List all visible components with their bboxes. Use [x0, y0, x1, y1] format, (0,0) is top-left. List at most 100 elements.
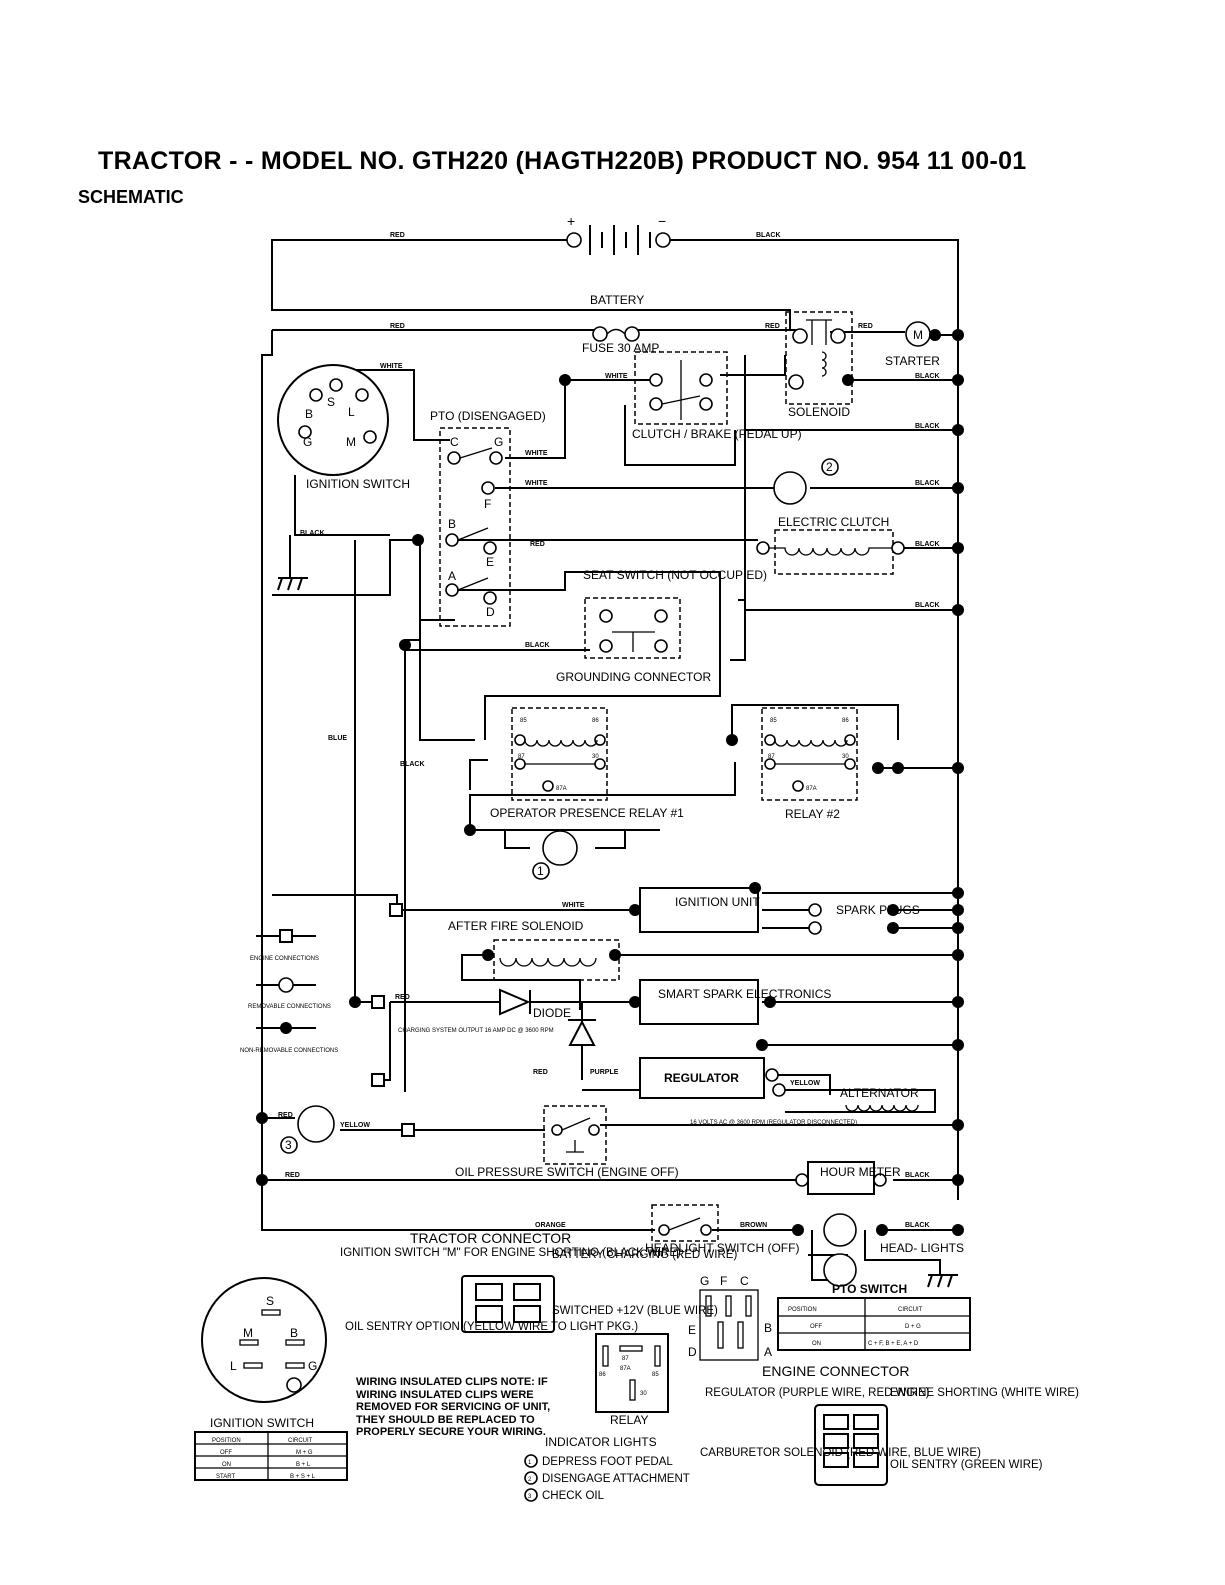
relay-2: 85 86 87 30 87A RELAY #2: [761, 707, 858, 821]
wire-label-black: BLACK: [915, 541, 940, 548]
wire-label-red: RED: [390, 323, 405, 330]
pto-term-c: C: [450, 435, 459, 449]
relay2-85: 85: [770, 718, 777, 724]
pto-table-r0-circ: D + G: [905, 1324, 921, 1330]
tc-ign-shorting: IGNITION SWITCH "M" FOR ENGINE SHORTING …: [340, 1247, 681, 1259]
ignition-switch-label: IGNITION SWITCH: [306, 477, 410, 491]
wire-label-black: BLACK: [525, 642, 550, 649]
wire-label-brown: BROWN: [740, 1222, 767, 1229]
ign-detail-l: L: [230, 1359, 237, 1373]
pto-letter-d: D: [688, 1345, 697, 1359]
legend-non-removable: NON-REMOVABLE CONNECTIONS: [240, 1048, 338, 1054]
fuse-label: FUSE 30 AMP.: [582, 341, 661, 355]
pto-term-e: E: [486, 555, 494, 569]
tc-oil-sentry: OIL SENTRY OPTION (YELLOW WIRE TO LIGHT …: [345, 1321, 638, 1333]
indicator-list-2: DISENGAGE ATTACHMENT: [542, 1473, 690, 1485]
tc-battery-charging: BATTERY CHARGING (RED WIRE): [552, 1249, 737, 1261]
ign-table-h-position: POSITION: [212, 1438, 241, 1444]
pto-table-r1-circ: C + F, B + E, A + D: [868, 1341, 919, 1347]
relay1-86: 86: [592, 718, 599, 724]
wire-label-purple: PURPLE: [590, 1069, 619, 1076]
wire-label-black: BLACK: [915, 373, 940, 380]
pto-letter-g: G: [700, 1274, 709, 1288]
indicator-marker-2: 2: [826, 460, 833, 474]
wire-label-black: BLACK: [915, 480, 940, 487]
pto-table-r0-pos: OFF: [810, 1324, 822, 1330]
headlight-switch: HEADLIGHT SWITCH (OFF): [645, 1204, 799, 1255]
wire-label-blue: BLUE: [328, 735, 347, 742]
smart-spark-electronics: SMART SPARK ELECTRONICS: [639, 979, 831, 1025]
ec-carburetor: CARBURETOR SOLENOID (RED WIRE, BLUE WIRE…: [700, 1447, 981, 1459]
wire-label-white: WHITE: [562, 902, 585, 909]
fuse: FUSE 30 AMP.: [582, 326, 661, 355]
indicator-list-2-num: 2: [528, 1477, 532, 1483]
ign-term-b: B: [305, 407, 313, 421]
relay2-label: RELAY #2: [785, 807, 840, 821]
relay-pin-85: 85: [652, 1372, 659, 1378]
ign-term-m: M: [346, 435, 356, 449]
wire-label-white: WHITE: [525, 480, 548, 487]
indicator-marker-1: 1: [537, 864, 544, 878]
pto-table-r1-pos: ON: [812, 1341, 821, 1347]
electric-clutch-label: ELECTRIC CLUTCH: [778, 515, 889, 529]
indicator-light-1: 1: [532, 830, 578, 880]
ec-regulator: REGULATOR (PURPLE WIRE, RED WIRE): [705, 1387, 930, 1399]
relay1-85: 85: [520, 718, 527, 724]
tractor-connector: TRACTOR CONNECTOR IGNITION SWITCH "M" FO…: [340, 1230, 737, 1333]
engine-connections: [371, 903, 415, 1137]
relay1-87: 87: [518, 754, 525, 760]
regulator: REGULATOR: [639, 1057, 786, 1099]
spark-plugs: SPARK PLUGS: [808, 903, 920, 935]
wire-label-black: BLACK: [905, 1172, 930, 1179]
hour-meter: HOUR METER: [795, 1161, 901, 1195]
ign-detail-s: S: [266, 1294, 274, 1308]
pto-letter-c: C: [740, 1274, 749, 1288]
alternator: ALTERNATOR: [840, 1086, 919, 1112]
pto-term-f: F: [484, 497, 491, 511]
headlights-label: HEAD- LIGHTS: [880, 1241, 964, 1255]
pto-table-h-circuit: CIRCUIT: [898, 1307, 923, 1313]
after-fire-solenoid: AFTER FIRE SOLENOID: [448, 919, 620, 981]
legend-engine: ENGINE CONNECTIONS: [250, 956, 319, 962]
indicator-light-3: 3: [280, 1105, 335, 1154]
pto-switch: PTO (DISENGAGED) C G F B E A D: [430, 409, 546, 627]
junction-dots: [256, 329, 964, 1236]
alternator-label: ALTERNATOR: [840, 1086, 919, 1100]
relay-pin-30: 30: [640, 1391, 647, 1397]
wire-label-red: RED: [395, 994, 410, 1001]
ign-detail-m: M: [243, 1326, 253, 1340]
indicator-list-1: DEPRESS FOOT PEDAL: [542, 1456, 673, 1468]
ignition-switch: B S L G M IGNITION SWITCH: [277, 364, 410, 491]
indicator-marker-3: 3: [285, 1138, 292, 1152]
ground-symbol-headlights: [927, 1274, 958, 1288]
ign-table-r2-circ: B + S + L: [290, 1474, 316, 1480]
page-subtitle: SCHEMATIC: [78, 187, 184, 207]
ign-table-r1-circ: B + L: [296, 1462, 311, 1468]
regulator-label: REGULATOR: [664, 1071, 739, 1085]
charging-output-note: CHARGING SYSTEM OUTPUT 16 AMP DC @ 3600 …: [398, 1028, 554, 1034]
wire-label-white: WHITE: [605, 373, 628, 380]
ign-table-h-circuit: CIRCUIT: [288, 1438, 313, 1444]
pto-term-b: B: [448, 517, 456, 531]
indicator-list-3: CHECK OIL: [542, 1490, 605, 1502]
wire-label-white: WHITE: [380, 363, 403, 370]
electric-clutch: ELECTRIC CLUTCH: [756, 515, 905, 575]
wire-label-red: RED: [533, 1069, 548, 1076]
battery-minus: −: [658, 213, 666, 229]
legend: ENGINE CONNECTIONS REMOVABLE CONNECTIONS…: [240, 929, 338, 1054]
diode: DIODE: [499, 988, 596, 1046]
headlights: HEAD- LIGHTS: [823, 1213, 964, 1287]
indicator-list-1-num: 1: [528, 1460, 532, 1466]
wires: [261, 239, 959, 1281]
pto-label: PTO (DISENGAGED): [430, 409, 546, 423]
pto-term-a: A: [448, 569, 456, 583]
ignition-switch-detail: S M B L G: [201, 1277, 327, 1403]
ignition-unit: IGNITION UNIT: [639, 887, 760, 933]
relay-pin-86: 86: [599, 1372, 606, 1378]
headlight-switch-label: HEADLIGHT SWITCH (OFF): [645, 1241, 799, 1255]
wire-label-white: WHITE: [525, 450, 548, 457]
ec-engine-shorting: ENGINE SHORTING (WHITE WIRE): [890, 1387, 1079, 1399]
grounding-connector-label: GROUNDING CONNECTOR: [556, 670, 711, 684]
clutch-brake-label: CLUTCH / BRAKE (PEDAL UP): [632, 427, 802, 441]
pto-letter-f: F: [720, 1274, 727, 1288]
